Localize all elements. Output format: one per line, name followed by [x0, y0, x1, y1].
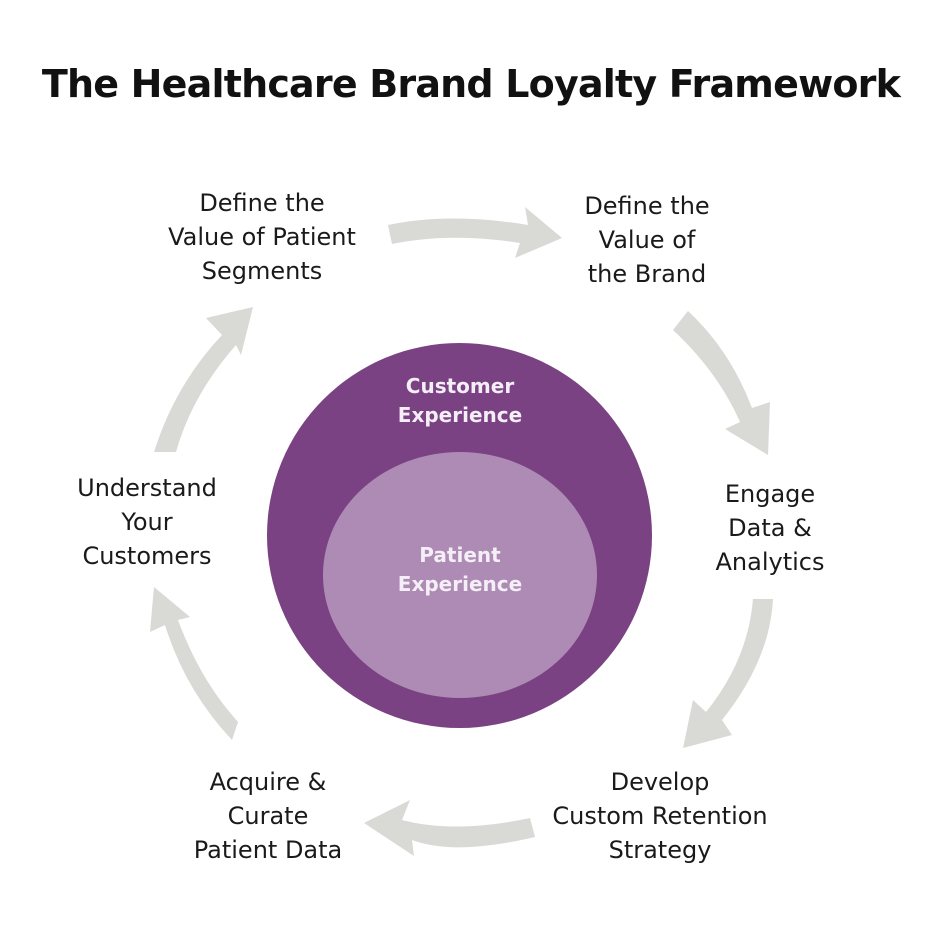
step-acquire-curate-data: Acquire & Curate Patient Data [178, 765, 358, 867]
step-define-patient-segments: Define the Value of Patient Segments [162, 186, 362, 288]
step-line: Curate [227, 802, 309, 830]
arrow-right-icon [388, 207, 562, 258]
arrow-down-left-icon [683, 599, 773, 748]
step-define-brand-value: Define the Value of the Brand [557, 189, 737, 291]
patient-experience-line: Experience [397, 572, 523, 596]
arrow-up-left-icon [150, 587, 238, 740]
step-line: Segments [201, 257, 323, 285]
step-line: Strategy [608, 836, 712, 864]
step-line: Analytics [715, 548, 825, 576]
patient-experience-circle [323, 452, 597, 698]
step-line: Acquire & [209, 768, 327, 796]
customer-experience-line: Customer [405, 374, 515, 398]
arrow-left-icon [364, 800, 535, 856]
step-line: Define the [199, 189, 325, 217]
step-line: Your [121, 508, 173, 536]
step-line: Value of Patient [168, 223, 356, 251]
step-line: Patient Data [193, 836, 343, 864]
step-line: Data & [728, 514, 812, 542]
step-line: Engage [724, 480, 816, 508]
step-understand-customers: Understand Your Customers [62, 471, 232, 573]
step-engage-data-analytics: Engage Data & Analytics [700, 477, 840, 579]
customer-experience-label: Customer Experience [340, 372, 580, 430]
patient-experience-line: Patient [419, 543, 501, 567]
step-line: Develop [610, 768, 710, 796]
step-line: the Brand [587, 260, 707, 288]
customer-experience-line: Experience [397, 403, 523, 427]
step-line: Value of [598, 226, 696, 254]
step-line: Understand [77, 474, 217, 502]
step-line: Customers [82, 542, 212, 570]
arrow-down-right-icon [673, 311, 770, 455]
step-line: Define the [584, 192, 710, 220]
step-line: Custom Retention [552, 802, 768, 830]
patient-experience-label: Patient Experience [340, 541, 580, 599]
diagram-title: The Healthcare Brand Loyalty Framework [41, 62, 901, 106]
step-develop-retention-strategy: Develop Custom Retention Strategy [540, 765, 780, 867]
arrow-up-right-icon [154, 307, 253, 452]
